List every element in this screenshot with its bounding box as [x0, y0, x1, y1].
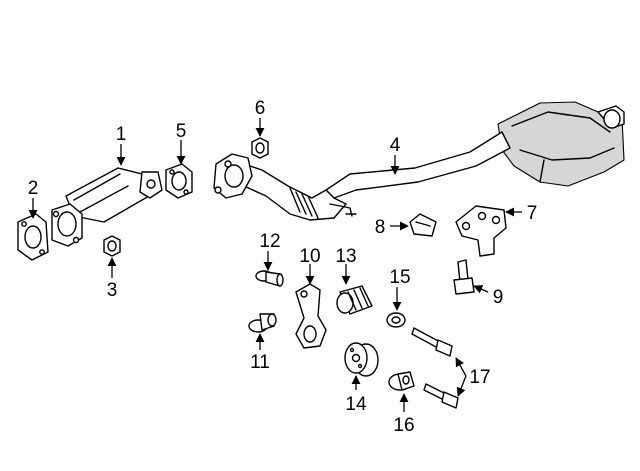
- part-11-bushing[interactable]: [248, 313, 277, 333]
- callout-10: 10: [299, 246, 320, 267]
- callout-9: 9: [493, 287, 504, 308]
- part-16-flange-nut[interactable]: [388, 371, 415, 391]
- part-2-gasket[interactable]: [17, 213, 49, 261]
- callout-5: 5: [176, 121, 187, 142]
- callout-labels: 1 2 3 4 5 6 7 8 9 10 11 12 13 14 15 16 1…: [28, 98, 538, 436]
- part-14-isolator[interactable]: [344, 342, 379, 377]
- part-7-hanger-bracket[interactable]: [455, 205, 507, 257]
- part-13-insulator[interactable]: [336, 285, 373, 315]
- callout-7: 7: [527, 203, 538, 224]
- callout-4: 4: [390, 135, 401, 156]
- callout-12: 12: [259, 231, 280, 252]
- part-10-bracket[interactable]: [295, 283, 327, 349]
- callout-2: 2: [28, 178, 39, 199]
- callout-17: 17: [469, 367, 490, 388]
- callout-15: 15: [389, 267, 410, 288]
- part-4-exhaust-pipe-muffler[interactable]: [213, 101, 625, 221]
- callout-16: 16: [393, 415, 414, 436]
- callout-6: 6: [255, 98, 266, 119]
- part-8-clip-nut[interactable]: [409, 213, 437, 237]
- part-15-washer[interactable]: [386, 312, 406, 328]
- callout-8: 8: [375, 217, 386, 238]
- part-1-catalytic-converter[interactable]: [51, 167, 163, 247]
- part-5-gasket[interactable]: [165, 163, 193, 199]
- part-17-bolt-upper[interactable]: [411, 327, 453, 357]
- part-6-nut[interactable]: [251, 137, 269, 159]
- callout-3: 3: [107, 280, 118, 301]
- callout-14: 14: [345, 394, 367, 415]
- part-9-bolt[interactable]: [453, 259, 475, 295]
- callout-11: 11: [250, 352, 270, 373]
- callout-1: 1: [116, 124, 127, 145]
- part-17-bolt-lower[interactable]: [423, 383, 459, 409]
- part-3-nut[interactable]: [103, 235, 121, 257]
- callout-13: 13: [335, 246, 356, 267]
- part-12-bolt[interactable]: [255, 270, 284, 287]
- leader-lines: [28, 118, 522, 412]
